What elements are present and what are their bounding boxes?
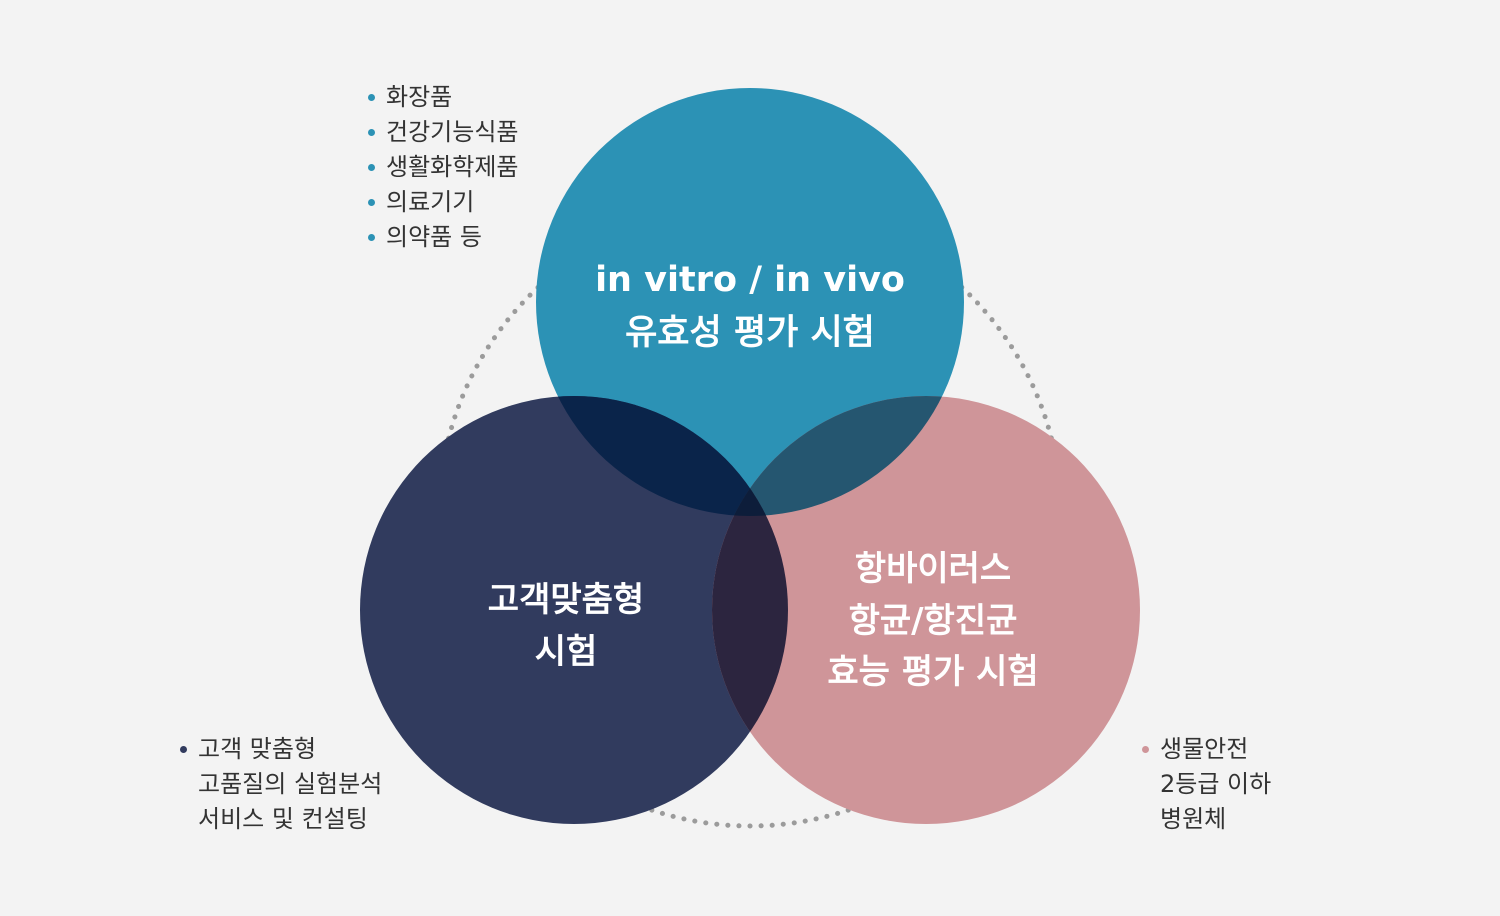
- right-pathogen-list: 생물안전 2등급 이하 병원체: [1142, 732, 1271, 837]
- bullet-dot-icon: [1142, 746, 1149, 753]
- circle-top-title-line2: 유효성 평가 시험: [625, 313, 875, 354]
- list-item-line3: 병원체: [1160, 805, 1227, 833]
- list-item-label: 화장품: [386, 83, 453, 111]
- circle-right-title-line1: 항바이러스: [854, 549, 1012, 589]
- bullet-dot-icon: [368, 129, 375, 136]
- list-item: 의료기기: [368, 185, 518, 220]
- bullet-dot-icon: [180, 746, 187, 753]
- circle-left-title-line1: 고객맞춤형: [487, 580, 645, 620]
- circle-left-title: 고객맞춤형 시험: [366, 575, 766, 678]
- list-item-line1: 생물안전: [1160, 735, 1249, 763]
- list-item-label: 의료기기: [386, 188, 475, 216]
- bullet-dot-icon: [368, 234, 375, 241]
- circle-left-title-line2: 시험: [534, 631, 598, 672]
- list-item: 의약품 등: [368, 220, 518, 255]
- list-item: 화장품: [368, 80, 518, 115]
- list-item-line2: 고품질의 실험분석: [198, 770, 383, 798]
- top-applications-list: 화장품 건강기능식품 생활화학제품 의료기기 의약품 등: [368, 80, 518, 255]
- list-item: 생활화학제품: [368, 150, 518, 185]
- overlap-top-right: [712, 396, 964, 516]
- overlap-top-left: [536, 396, 788, 516]
- list-item-line1: 고객 맞춤형: [198, 735, 317, 763]
- bullet-dot-icon: [368, 94, 375, 101]
- circle-right-title-line3: 효능 평가 시험: [827, 652, 1039, 693]
- list-item-label: 생활화학제품: [386, 153, 519, 181]
- list-item: 건강기능식품: [368, 115, 518, 150]
- circle-top-title-line1: in vitro / in vivo: [595, 260, 905, 300]
- list-item-line2: 2등급 이하: [1160, 770, 1272, 798]
- bullet-dot-icon: [368, 199, 375, 206]
- circle-right-title: 항바이러스 항균/항진균 효능 평가 시험: [733, 544, 1133, 699]
- list-item-line3: 서비스 및 컨설팅: [198, 805, 368, 833]
- list-item-label: 의약품 등: [386, 223, 482, 251]
- circle-right-title-line2: 항균/항진균: [848, 600, 1018, 641]
- list-item: 고객 맞춤형 고품질의 실험분석 서비스 및 컨설팅: [180, 732, 382, 837]
- bullet-dot-icon: [368, 164, 375, 171]
- list-item-label: 건강기능식품: [386, 118, 519, 146]
- list-item: 생물안전 2등급 이하 병원체: [1142, 732, 1271, 837]
- left-services-list: 고객 맞춤형 고품질의 실험분석 서비스 및 컨설팅: [180, 732, 382, 837]
- circle-top-title: in vitro / in vivo 유효성 평가 시험: [550, 254, 950, 360]
